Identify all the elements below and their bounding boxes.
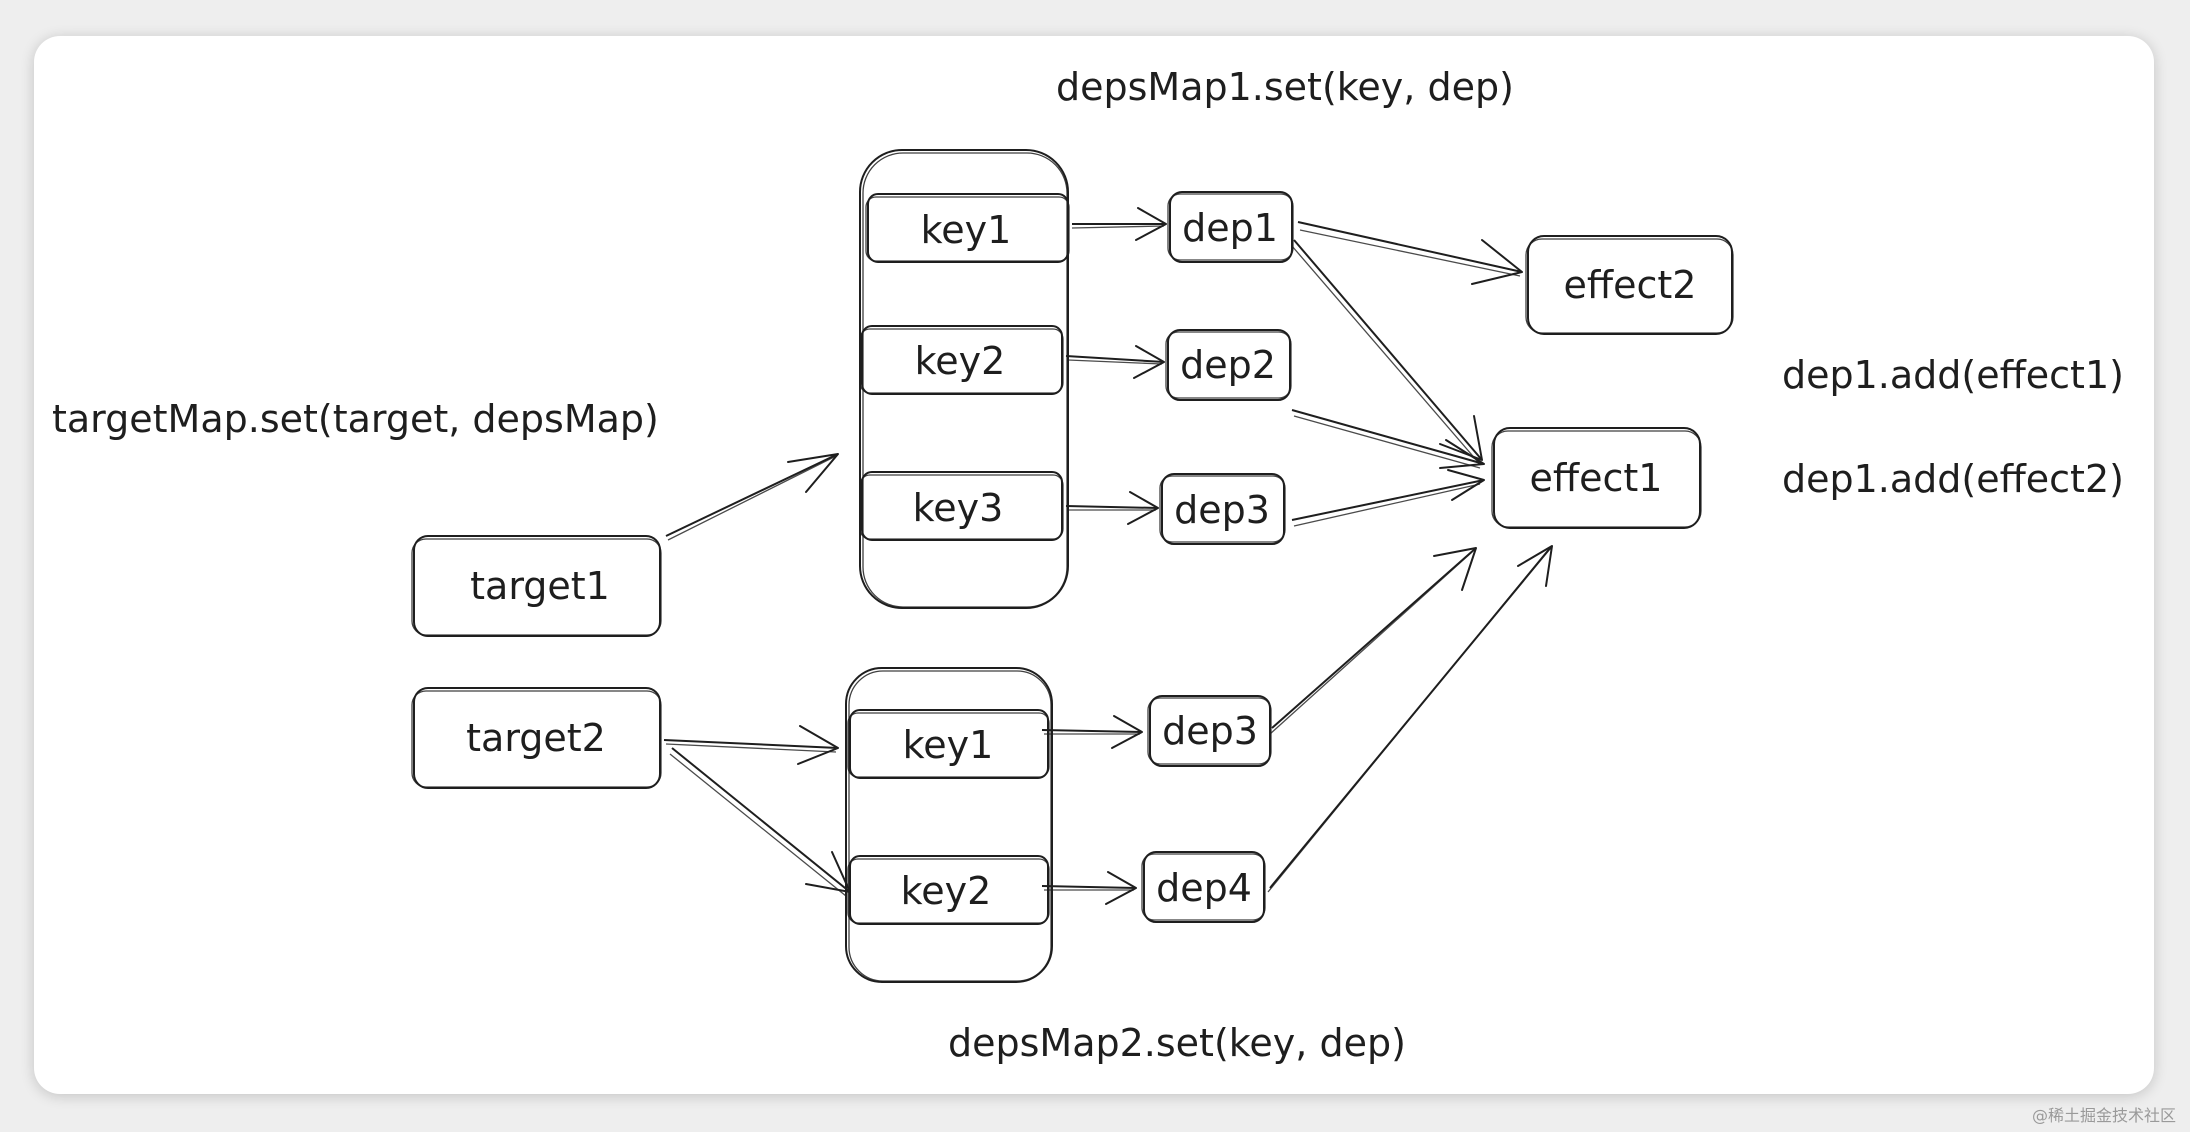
- canvas-card: [34, 36, 2154, 1094]
- arrow-key1-to-dep1: [1071, 207, 1167, 241]
- arrow-key3-to-dep3: [1065, 491, 1159, 525]
- target1-box: target1: [411, 535, 662, 637]
- depsmap1-key3-label: key3: [913, 486, 1004, 530]
- effect2-label: effect2: [1564, 263, 1697, 307]
- depsmap1-key1-label: key1: [921, 208, 1012, 252]
- arrow-depsmap2-key1-to-dep3: [1041, 715, 1143, 749]
- annotation-targetmap-set: targetMap.set(target, depsMap): [52, 397, 659, 441]
- depsmap1-dep2-label: dep2: [1180, 343, 1276, 387]
- depsmap1-key3-box: key3: [859, 471, 1064, 541]
- annotation-dep1-add-effect1: dep1.add(effect1): [1782, 353, 2124, 397]
- depsmap2-key2-box: key2: [847, 855, 1050, 925]
- depsmap2-dep3-label: dep3: [1162, 709, 1258, 753]
- effect1-box: effect1: [1491, 427, 1702, 529]
- depsmap2-key2-label: key2: [901, 869, 992, 913]
- target2-label: target2: [466, 716, 606, 760]
- arrow-depsmap2-key2-to-dep4: [1041, 871, 1137, 905]
- depsmap1-dep1-label: dep1: [1182, 206, 1278, 250]
- depsmap2-key1-label: key1: [903, 723, 994, 767]
- arrow-dep1-to-effect2: [1297, 221, 1523, 285]
- depsmap1-dep3-box: dep3: [1159, 473, 1286, 545]
- watermark: @稀土掘金技术社区: [2031, 1106, 2176, 1125]
- arrow-target1-to-depsmap1: [665, 453, 839, 541]
- effect2-box: effect2: [1525, 235, 1734, 335]
- depsmap2-dep4-label: dep4: [1156, 866, 1252, 910]
- arrow-dep3-map2-to-effect1: [1269, 547, 1477, 735]
- arrow-dep4-to-effect1: [1267, 545, 1553, 893]
- annotation-depsmap2-set: depsMap2.set(key, dep): [948, 1021, 1406, 1065]
- target2-box: target2: [411, 687, 662, 789]
- arrow-dep2-to-effect1: [1291, 409, 1485, 469]
- arrow-target2-to-depsmap2-key1: [663, 725, 839, 765]
- depsmap1-dep2-box: dep2: [1165, 329, 1292, 401]
- annotation-dep1-add-effect2: dep1.add(effect2): [1782, 457, 2124, 501]
- arrow-dep3-map1-to-effect1: [1291, 469, 1485, 527]
- depsmap1-key1-box: key1: [865, 193, 1070, 263]
- depsmap2-key1-box: key1: [847, 709, 1050, 779]
- depsmap1-dep1-box: dep1: [1167, 191, 1294, 263]
- depsmap2-dep3-box: dep3: [1147, 695, 1272, 767]
- annotation-depsmap1-set: depsMap1.set(key, dep): [1056, 65, 1514, 109]
- depsmap1-dep3-label: dep3: [1174, 488, 1270, 532]
- target1-label: target1: [470, 564, 610, 608]
- depsmap1-key2-box: key2: [859, 325, 1064, 395]
- depsmap1-key2-label: key2: [915, 339, 1006, 383]
- effect1-label: effect1: [1530, 456, 1663, 500]
- depsmap2-dep4-box: dep4: [1141, 851, 1266, 923]
- arrow-target2-to-depsmap2-key2: [669, 747, 851, 897]
- arrow-dep1-to-effect1: [1291, 239, 1483, 463]
- arrow-key2-to-dep2: [1065, 345, 1165, 379]
- depsmap2-container: [845, 667, 1053, 983]
